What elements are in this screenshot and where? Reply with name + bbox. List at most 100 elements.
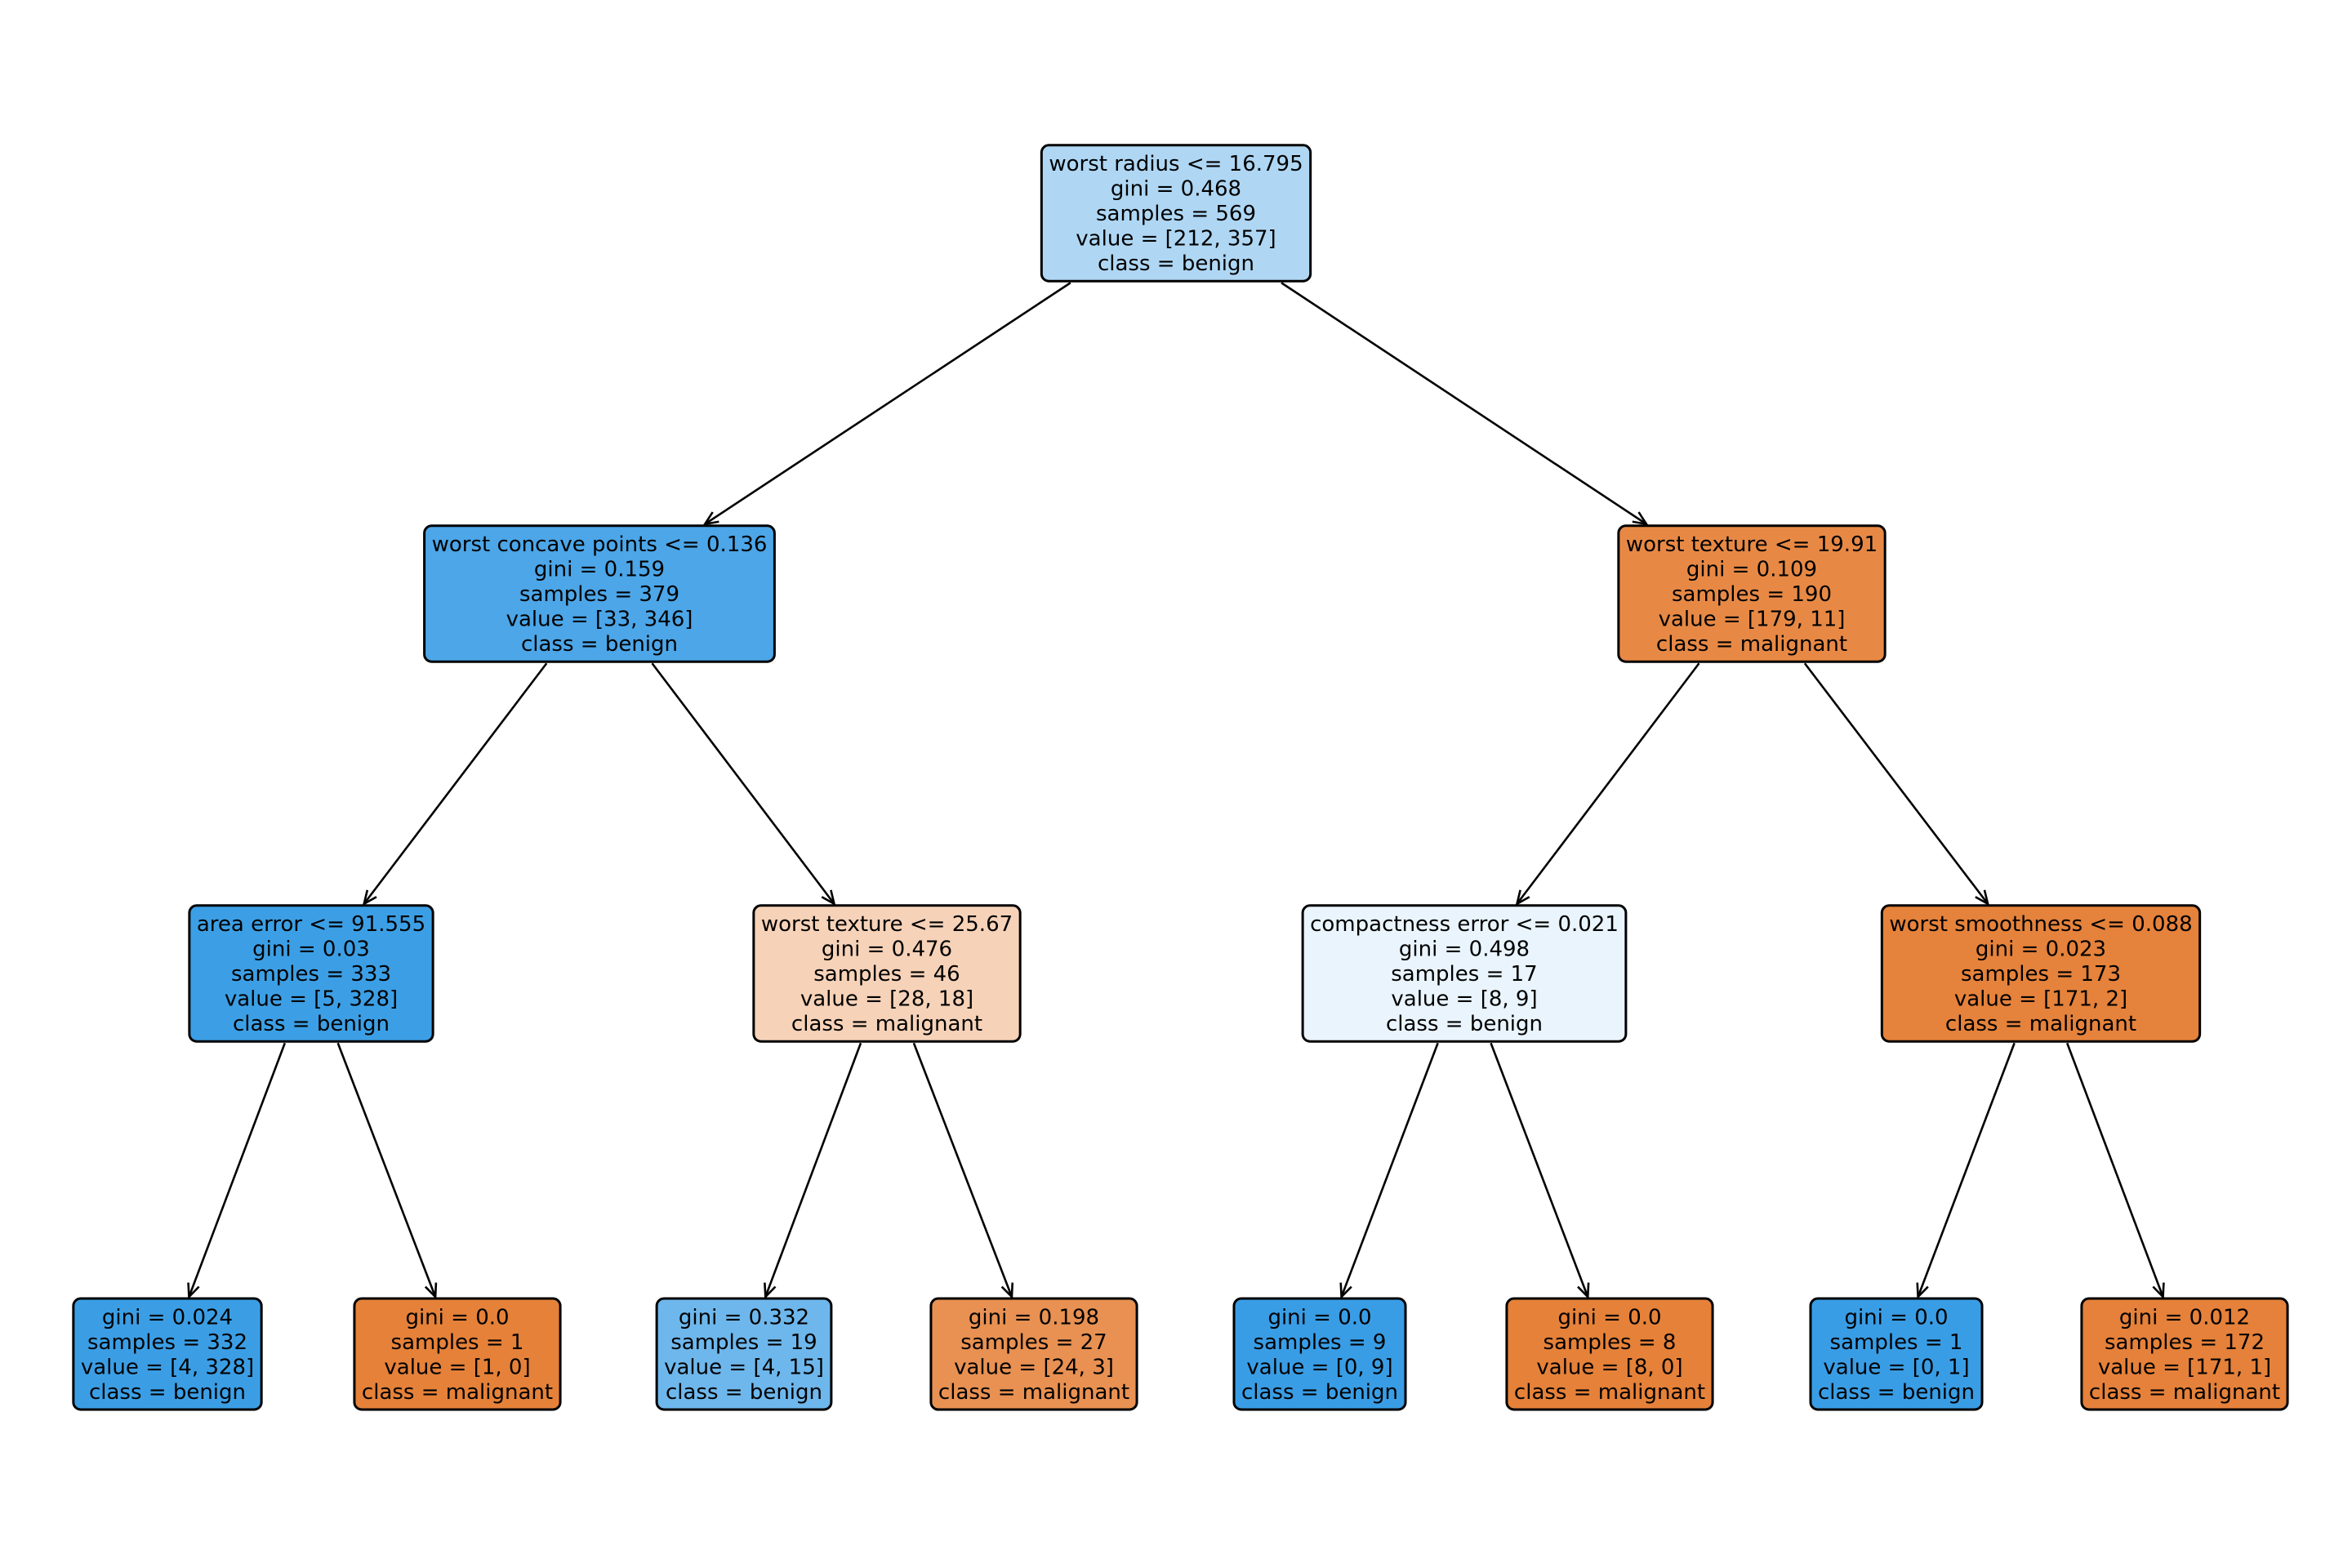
node-split-condition: area error <= 91.555: [197, 912, 425, 937]
node-class-label: class = malignant: [938, 1380, 1129, 1405]
edge-line: [336, 1042, 437, 1298]
tree-edge-arrow: [1490, 1042, 1590, 1300]
tree-edge-arrow: [651, 662, 836, 906]
node-box: [1809, 1297, 1984, 1411]
node-box: [353, 1297, 562, 1411]
node-box: [423, 524, 776, 663]
tree-edge-arrow: [764, 1042, 862, 1300]
tree-edge-arrow: [1803, 662, 1990, 906]
node-samples-label: samples = 17: [1391, 962, 1537, 987]
arrowhead-icon: [764, 1282, 777, 1300]
node-samples-label: samples = 8: [1544, 1330, 1677, 1355]
arrowhead-icon: [1000, 1282, 1014, 1300]
tree-edge-arrow: [187, 1042, 287, 1300]
node-box: [929, 1297, 1138, 1411]
node-box: [1880, 904, 2202, 1043]
edge-line: [1516, 662, 1700, 905]
edge-line: [704, 282, 1071, 525]
node-samples-label: samples = 379: [519, 582, 679, 607]
node-gini-label: gini = 0.0: [405, 1305, 509, 1330]
node-samples-label: samples = 1: [1830, 1330, 1963, 1355]
tree-edge-arrow: [2065, 1042, 2165, 1300]
node-box: [1617, 524, 1886, 663]
edge-line: [1917, 1042, 2016, 1298]
node-samples-label: samples = 173: [1961, 962, 2121, 987]
node-value-label: value = [212, 357]: [1076, 227, 1276, 252]
node-gini-label: gini = 0.0: [1267, 1305, 1371, 1330]
arrowhead-icon: [1577, 1282, 1590, 1300]
node-gini-label: gini = 0.476: [822, 938, 952, 962]
edge-line: [651, 662, 835, 905]
arrowhead-icon: [1975, 889, 1990, 906]
node-split-condition: worst radius <= 16.795: [1049, 152, 1303, 176]
arrowhead-icon: [1632, 511, 1649, 526]
node-samples-label: samples = 9: [1254, 1330, 1387, 1355]
node-value-label: value = [171, 1]: [2098, 1355, 2271, 1379]
node-split-condition: worst concave points <= 0.136: [432, 532, 768, 557]
node-split-condition: worst texture <= 25.67: [761, 912, 1013, 937]
node-value-label: value = [0, 9]: [1246, 1355, 1392, 1379]
node-samples-label: samples = 172: [2105, 1330, 2265, 1355]
edges-layer: [187, 282, 2165, 1300]
node-value-label: value = [171, 2]: [1954, 987, 2127, 1012]
node-samples-label: samples = 190: [1672, 582, 1832, 607]
node-class-label: class = malignant: [2089, 1380, 2280, 1405]
arrowhead-icon: [1515, 889, 1530, 906]
node-class-label: class = malignant: [1656, 632, 1847, 657]
node-class-label: class = benign: [1386, 1012, 1543, 1036]
node-class-label: class = malignant: [362, 1380, 553, 1405]
node-box: [752, 904, 1022, 1043]
node-class-label: class = benign: [1818, 1380, 1975, 1405]
node-split-condition: worst smoothness <= 0.088: [1889, 912, 2192, 937]
node-box: [655, 1297, 833, 1411]
node-gini-label: gini = 0.109: [1686, 558, 1817, 582]
node-box: [1505, 1297, 1714, 1411]
node-value-label: value = [4, 15]: [664, 1355, 824, 1379]
node-class-label: class = malignant: [791, 1012, 982, 1036]
node-gini-label: gini = 0.03: [252, 938, 370, 962]
tree-edge-arrow: [362, 662, 548, 906]
node-box: [1232, 1297, 1407, 1411]
edge-line: [2065, 1042, 2164, 1298]
edge-line: [1490, 1042, 1589, 1298]
node-value-label: value = [8, 0]: [1536, 1355, 1682, 1379]
node-split-condition: compactness error <= 0.021: [1310, 912, 1619, 937]
node-value-label: value = [1, 0]: [384, 1355, 530, 1379]
arrowhead-icon: [187, 1282, 200, 1300]
node-class-label: class = benign: [1241, 1380, 1398, 1405]
edge-line: [1803, 662, 1989, 905]
node-gini-label: gini = 0.024: [102, 1305, 233, 1330]
arrowhead-icon: [1916, 1282, 1929, 1300]
node-gini-label: gini = 0.023: [1976, 938, 2106, 962]
node-samples-label: samples = 19: [670, 1330, 817, 1355]
arrowhead-icon: [1339, 1282, 1352, 1300]
node-samples-label: samples = 46: [813, 962, 960, 987]
node-class-label: class = malignant: [1514, 1380, 1705, 1405]
arrowhead-icon: [2152, 1282, 2165, 1300]
node-box: [2080, 1297, 2289, 1411]
tree-edge-arrow: [1515, 662, 1700, 906]
node-samples-label: samples = 333: [231, 962, 391, 987]
tree-edge-arrow: [1916, 1042, 2016, 1300]
node-box: [1301, 904, 1628, 1043]
node-box: [1040, 144, 1312, 283]
node-box: [72, 1297, 263, 1411]
edge-line: [363, 662, 548, 905]
node-value-label: value = [0, 1]: [1823, 1355, 1969, 1379]
edge-line: [1340, 1042, 1439, 1298]
tree-edge-arrow: [336, 1042, 438, 1300]
tree-edge-arrow: [702, 282, 1071, 526]
tree-edge-arrow: [1339, 1042, 1439, 1300]
